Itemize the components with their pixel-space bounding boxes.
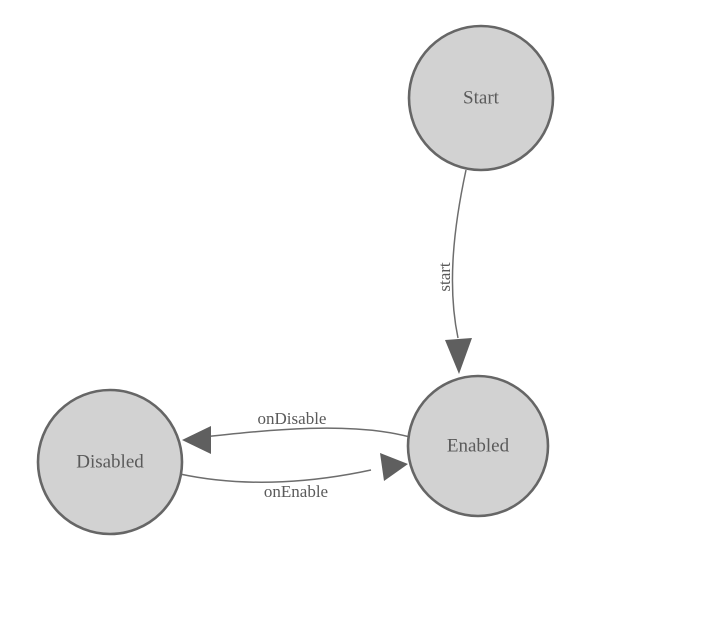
state-node-enabled-label: Enabled: [447, 435, 510, 456]
edge-disabled-to-enabled[interactable]: onEnable: [179, 453, 408, 501]
state-node-start-label: Start: [463, 87, 500, 108]
state-node-start-circle: [407, 24, 555, 172]
edge-enabled-to-disabled[interactable]: onDisable: [182, 409, 411, 454]
edge-disabled-to-enabled-line: [179, 469, 372, 483]
state-node-enabled-circle: [406, 374, 550, 518]
state-node-start[interactable]: Start: [407, 24, 555, 172]
edge-enabled-to-disabled-arrowhead-icon: [182, 426, 211, 454]
state-node-disabled[interactable]: Disabled: [36, 388, 184, 536]
edge-start-to-enabled[interactable]: start: [435, 169, 472, 374]
state-node-disabled-circle: [36, 388, 184, 536]
edge-start-to-enabled-arrowhead-icon: [445, 338, 472, 374]
edge-disabled-to-enabled-arrowhead-icon: [380, 453, 408, 481]
edge-disabled-to-enabled-label: onEnable: [264, 482, 328, 501]
state-node-enabled[interactable]: Enabled: [406, 374, 550, 518]
edge-start-to-enabled-label: start: [435, 262, 454, 292]
edge-enabled-to-disabled-label: onDisable: [258, 409, 327, 428]
state-node-disabled-label: Disabled: [76, 451, 144, 472]
edge-start-to-enabled-line: [451, 169, 467, 339]
edge-enabled-to-disabled-line: [202, 427, 411, 438]
